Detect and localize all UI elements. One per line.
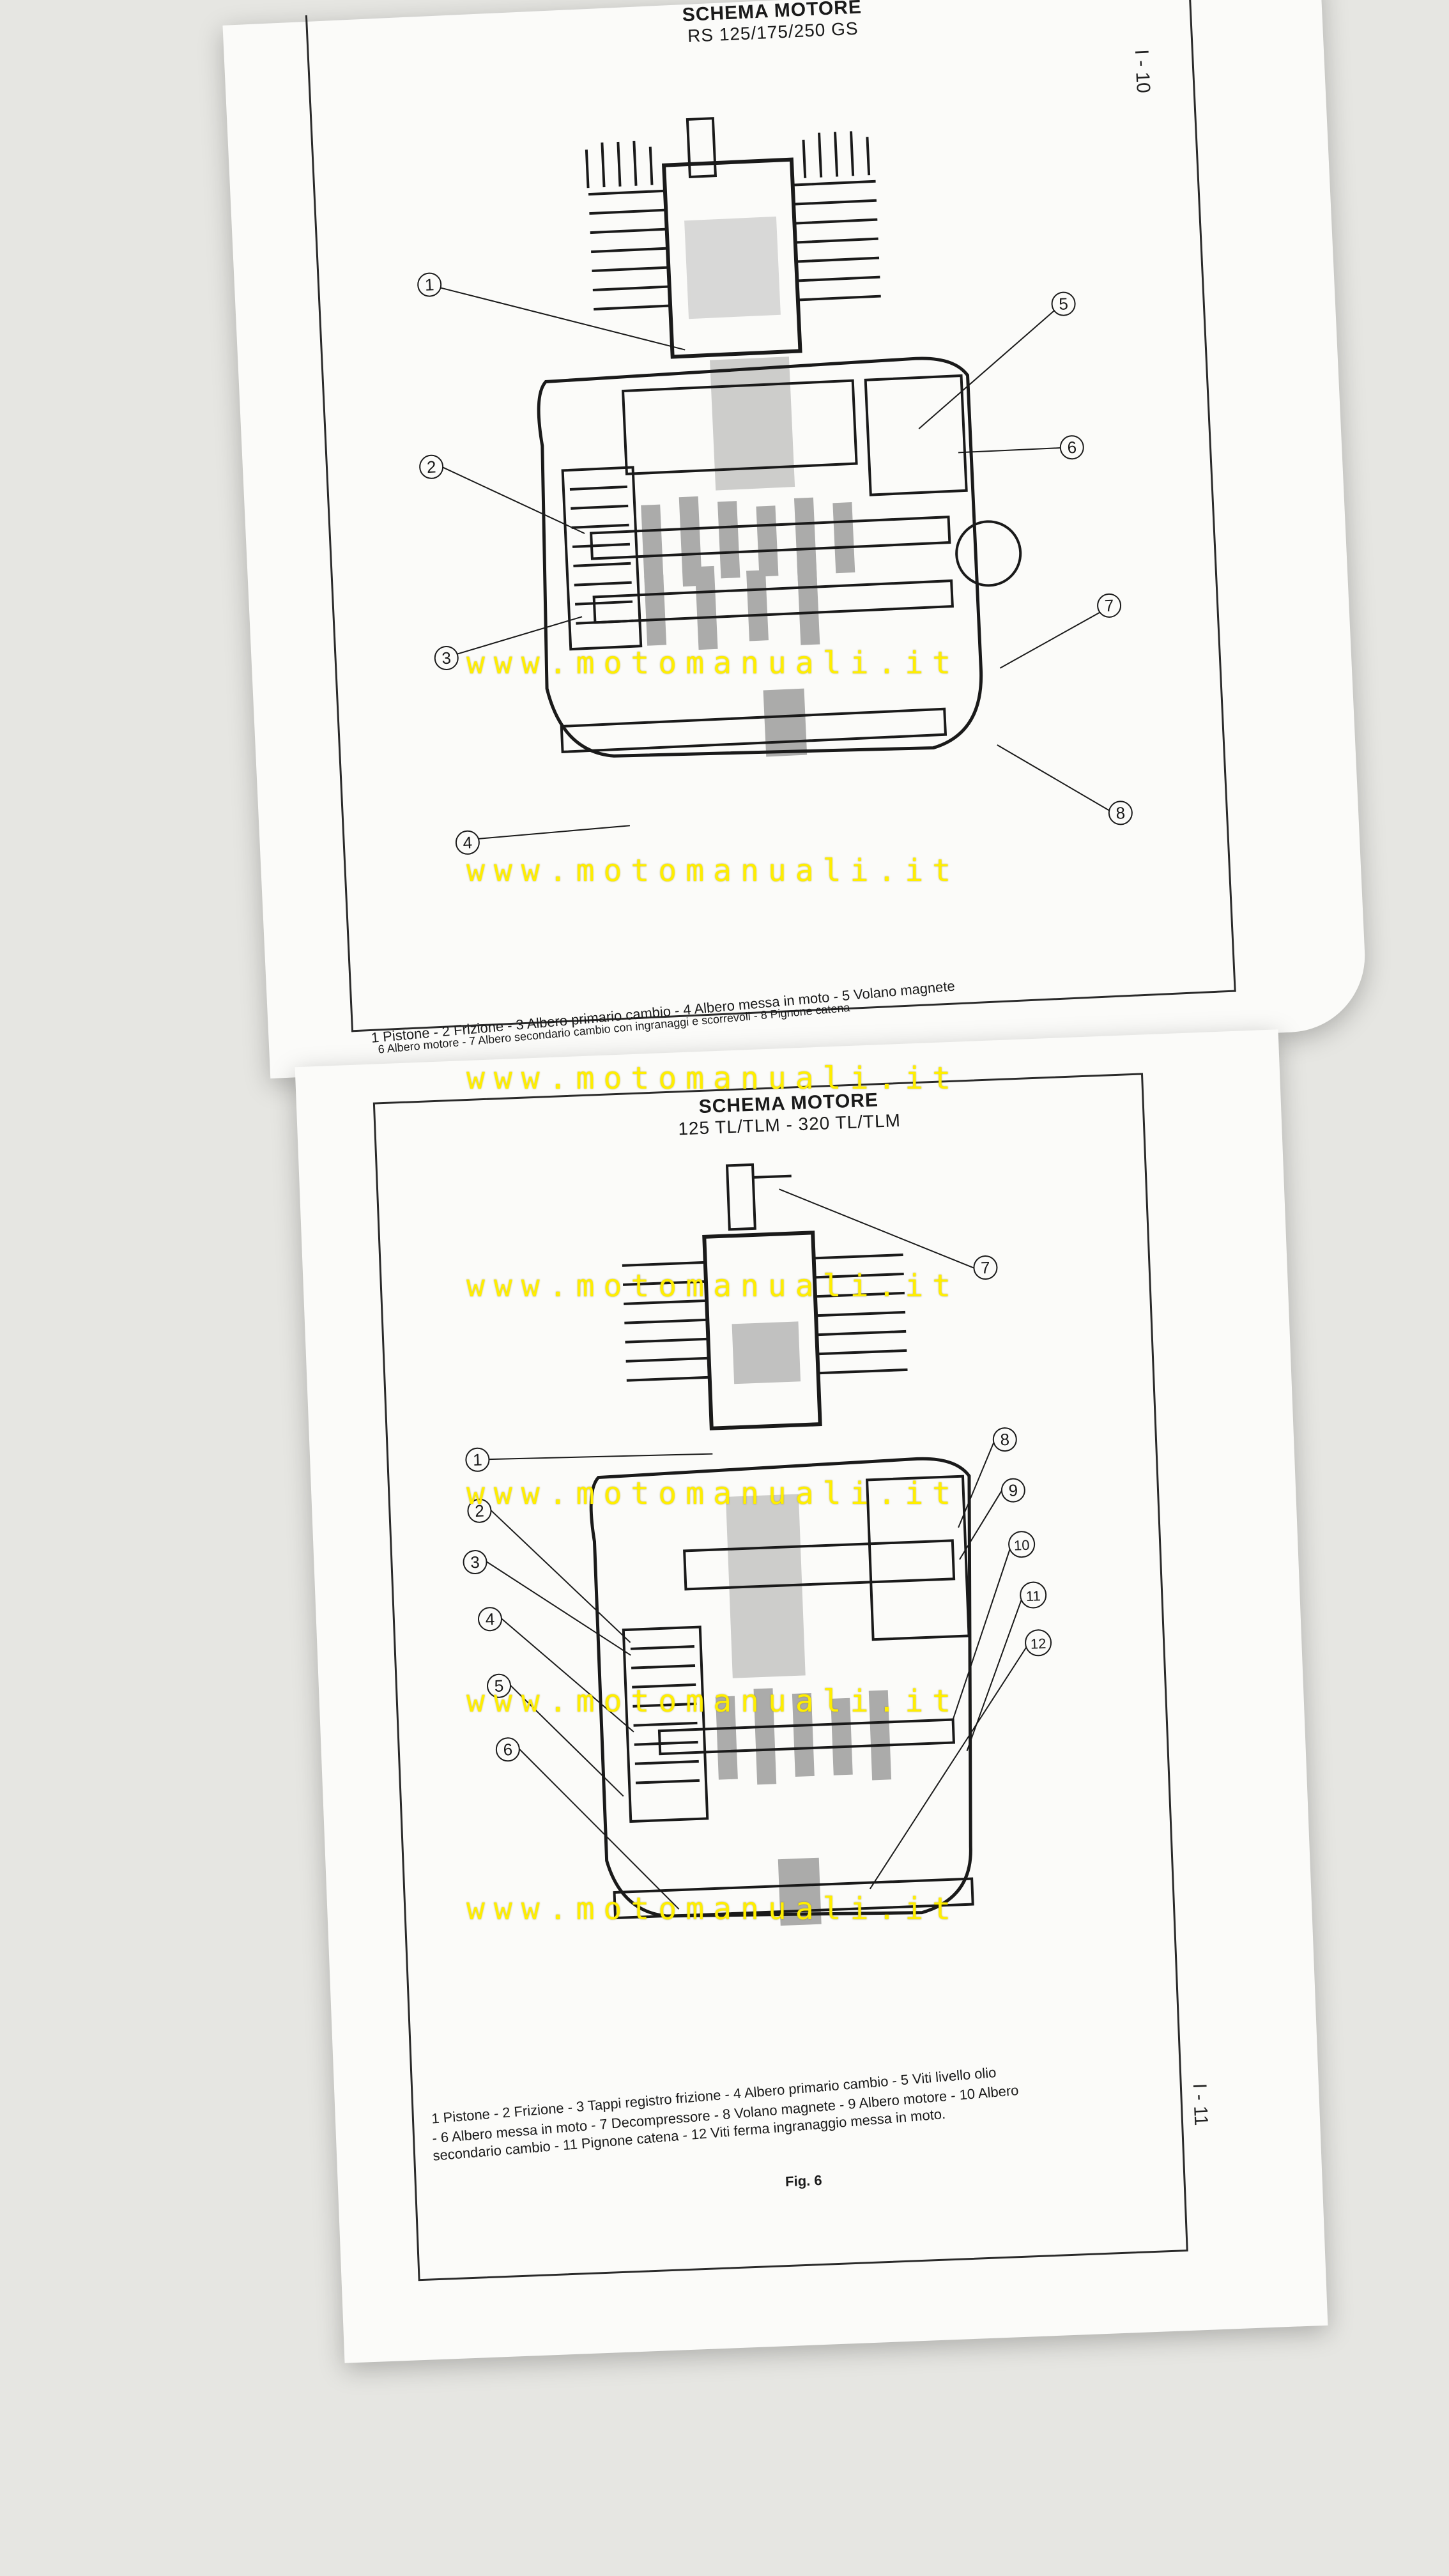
- callout-12: 12: [1030, 1636, 1046, 1652]
- cylinder-fins: [622, 1253, 908, 1382]
- callout-9: 9: [1008, 1480, 1018, 1500]
- callout-8: 8: [1000, 1430, 1010, 1450]
- callout-8: 8: [1116, 803, 1126, 823]
- callout-6: 6: [1067, 438, 1077, 457]
- callout-4: 4: [463, 832, 473, 852]
- cylinder-fins: [585, 131, 881, 310]
- callout-1: 1: [424, 275, 434, 295]
- callout-1: 1: [473, 1450, 483, 1470]
- callout-3: 3: [441, 648, 452, 668]
- manual-page-bottom: SCHEMA MOTORE 125 TL/TLM - 320 TL/TLM I …: [295, 1029, 1328, 2363]
- watermark: www.motomanuali.it: [466, 1061, 960, 1096]
- callout-3: 3: [470, 1552, 480, 1572]
- watermark: www.motomanuali.it: [466, 853, 960, 889]
- manual-page-top: SCHEMA MOTORE RS 125/175/250 GS I - 10: [222, 0, 1368, 1079]
- callout-2: 2: [475, 1501, 485, 1521]
- callout-5: 5: [1059, 294, 1069, 314]
- callout-5: 5: [494, 1676, 504, 1696]
- watermark: www.motomanuali.it: [466, 645, 960, 681]
- watermark: www.motomanuali.it: [466, 1476, 960, 1512]
- figure-label: Fig. 6: [785, 2172, 823, 2190]
- watermark: www.motomanuali.it: [466, 1891, 960, 1927]
- callout-10: 10: [1013, 1537, 1029, 1554]
- page-number: I - 11: [1188, 2083, 1212, 2126]
- callout-2: 2: [426, 457, 436, 477]
- engine-diagram: 1 2 3 4 5 6 7 8 9 10 11 12: [463, 1163, 1052, 1926]
- callout-6: 6: [503, 1740, 513, 1759]
- callout-4: 4: [485, 1609, 495, 1629]
- watermark: www.motomanuali.it: [466, 1683, 960, 1719]
- callout-7: 7: [981, 1258, 991, 1278]
- callout-7: 7: [1104, 596, 1114, 616]
- engine-diagram: 1 2 3 4 5 6 7 8: [417, 117, 1133, 855]
- watermark: www.motomanuali.it: [466, 1268, 960, 1304]
- callout-11: 11: [1025, 1588, 1041, 1604]
